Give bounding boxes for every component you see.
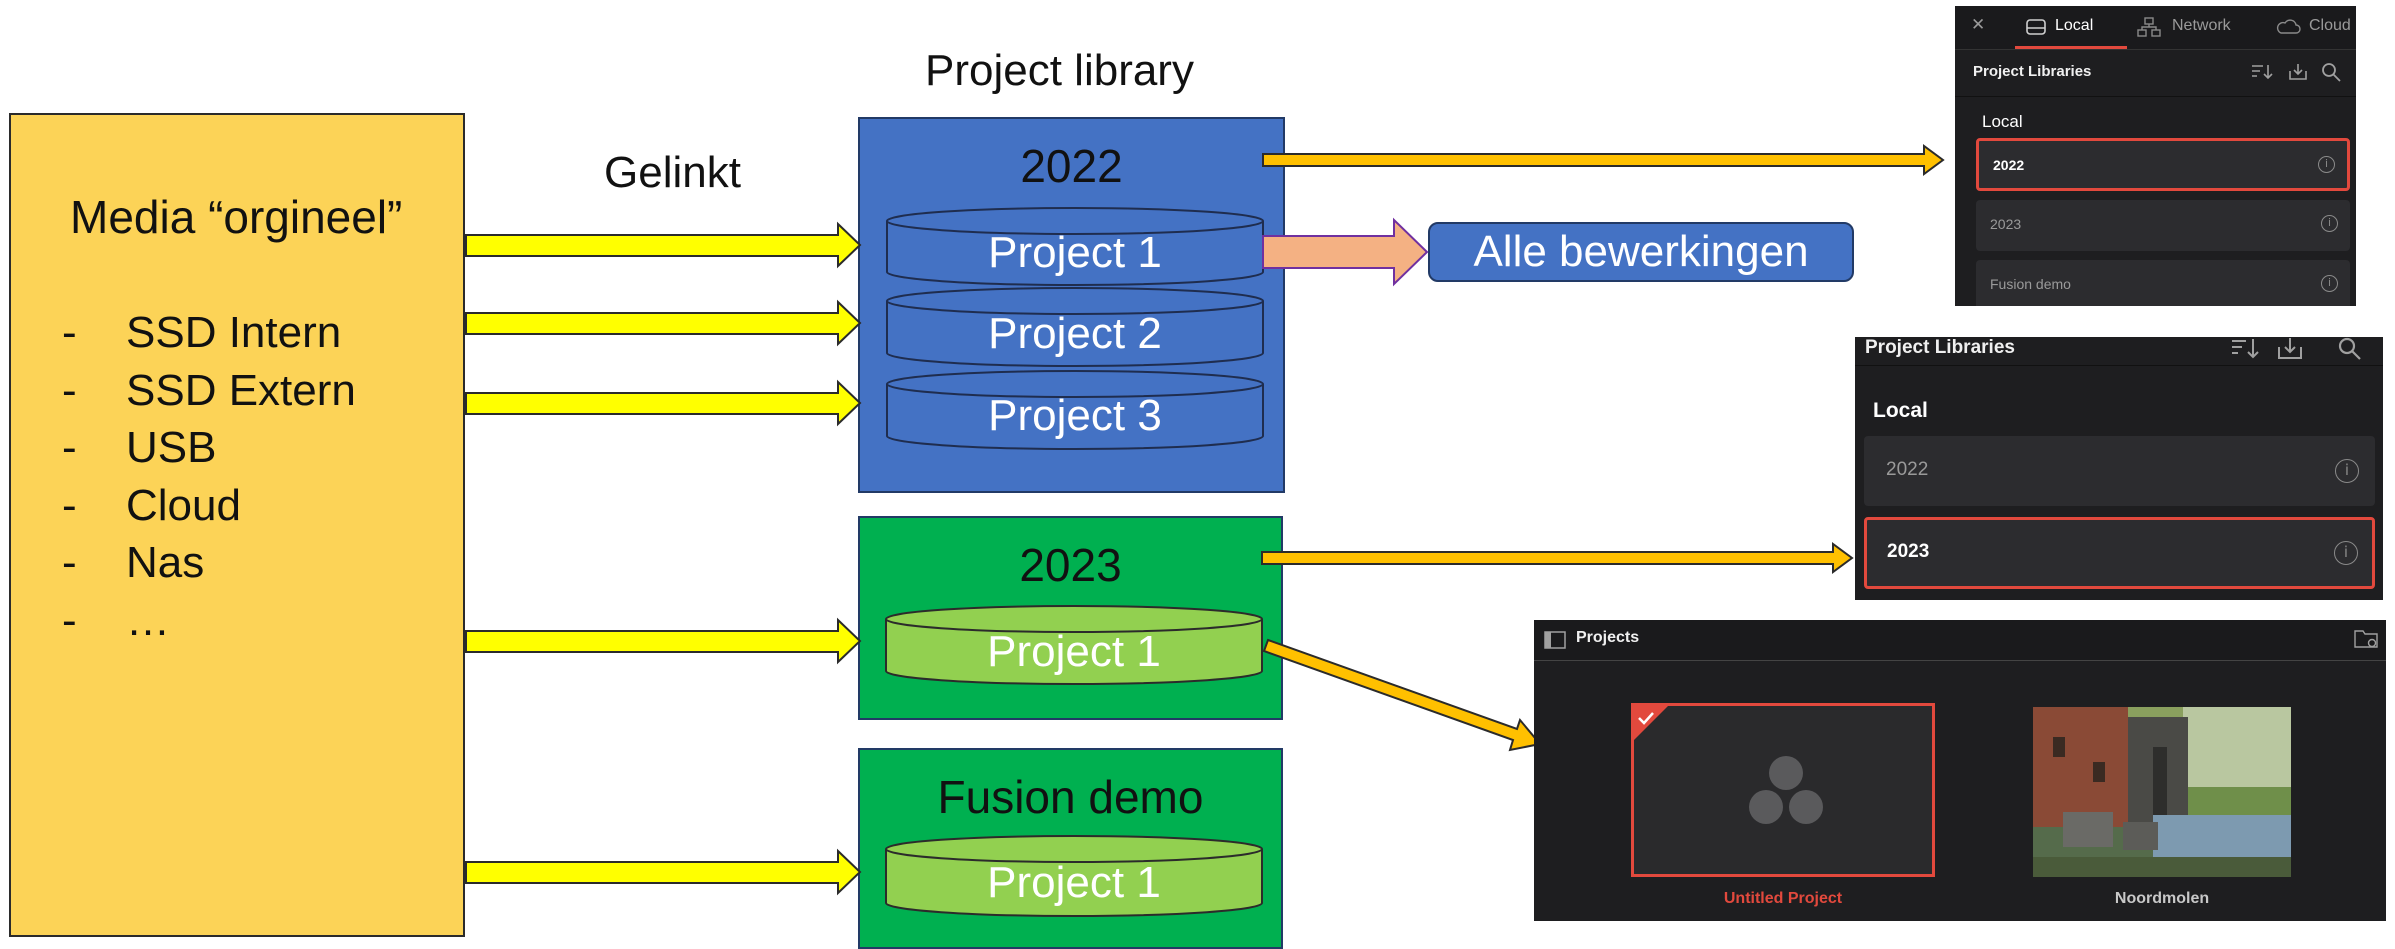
library-row-2023[interactable]: 2023 i bbox=[1864, 517, 2375, 589]
media-item-cloud: -Cloud bbox=[62, 481, 241, 530]
media-item-ssd-extern: -SSD Extern bbox=[62, 366, 356, 415]
project-tile-noordmolen[interactable] bbox=[2033, 707, 2291, 877]
cylinder-2022-project-2 bbox=[886, 287, 1264, 367]
row-label: 2022 bbox=[1993, 157, 2025, 173]
project-title-untitled: Untitled Project bbox=[1723, 890, 1843, 907]
gelinkt-label: Gelinkt bbox=[604, 148, 741, 197]
arrow-media-to-2022-p2 bbox=[465, 299, 862, 347]
tab-label: Network bbox=[2172, 17, 2231, 34]
cylinder-2023-project-1 bbox=[885, 605, 1263, 685]
divider bbox=[1955, 96, 2356, 97]
media-item-usb: -USB bbox=[62, 423, 217, 472]
media-item-ssd-intern: -SSD Intern bbox=[62, 308, 342, 357]
section-local: Local bbox=[1982, 112, 2023, 131]
project-label: Project 1 bbox=[987, 858, 1161, 907]
panel-projects: Projects Untitled Project Noordmolen bbox=[1534, 620, 2386, 921]
info-icon[interactable]: i bbox=[2335, 459, 2359, 483]
media-item-more: -… bbox=[62, 596, 170, 645]
tab-local[interactable]: Local bbox=[2015, 6, 2127, 49]
project-label: Project 1 bbox=[988, 228, 1162, 277]
arrow-project-to-alle-bewerkingen bbox=[1262, 217, 1429, 287]
library-title: 2023 bbox=[1019, 539, 1122, 591]
close-icon[interactable]: ✕ bbox=[1971, 15, 1986, 34]
section-local: Local bbox=[1873, 399, 1928, 422]
arrow-media-to-2023 bbox=[465, 617, 862, 665]
info-icon[interactable]: i bbox=[2321, 215, 2338, 232]
panel-header: Project Libraries bbox=[1973, 63, 2092, 80]
panel-header: Projects bbox=[1576, 629, 1640, 646]
alle-bewerkingen-box: Alle bewerkingen bbox=[1428, 222, 1854, 282]
library-row-fusion-demo[interactable]: Fusion demo i bbox=[1976, 260, 2350, 306]
divider bbox=[1855, 365, 2383, 366]
arrow-media-to-2022-p3 bbox=[465, 379, 862, 427]
row-label: 2023 bbox=[1887, 541, 1930, 562]
panel-project-libraries-tabs: ✕ Local Network Cloud Project Libraries … bbox=[1955, 6, 2356, 306]
project-title-noordmolen: Noordmolen bbox=[2114, 890, 2210, 907]
checkmark-icon bbox=[1634, 706, 1668, 740]
sidebar-toggle-icon[interactable] bbox=[1544, 631, 1566, 649]
info-icon[interactable]: i bbox=[2334, 541, 2358, 565]
info-icon[interactable]: i bbox=[2321, 275, 2338, 292]
project-tile-untitled[interactable] bbox=[1631, 703, 1935, 877]
tab-label: Cloud bbox=[2309, 17, 2351, 34]
search-icon[interactable] bbox=[2337, 337, 2363, 361]
tab-cloud[interactable]: Cloud bbox=[2275, 6, 2355, 49]
arrow-project-to-panel3 bbox=[1262, 638, 1542, 752]
project-label: Project 1 bbox=[987, 627, 1161, 676]
panel-header: Project Libraries bbox=[1865, 337, 2015, 358]
library-title: 2022 bbox=[1020, 140, 1123, 192]
media-source-box bbox=[9, 113, 465, 937]
tab-network[interactable]: Network bbox=[2137, 6, 2247, 49]
arrow-media-to-fusion bbox=[465, 848, 862, 896]
tab-label: Local bbox=[2055, 17, 2094, 34]
resolve-logo-icon bbox=[1749, 756, 1823, 824]
cloud-icon bbox=[2276, 19, 2301, 34]
info-icon[interactable]: i bbox=[2318, 156, 2335, 173]
arrow-2022-to-panel1 bbox=[1262, 144, 1945, 176]
row-label: 2023 bbox=[1990, 216, 2022, 232]
sort-icon[interactable] bbox=[2230, 337, 2260, 361]
panel-project-libraries-zoom: Project Libraries Local 2022 i 2023 i bbox=[1855, 337, 2383, 600]
search-icon[interactable] bbox=[2321, 62, 2343, 82]
noordmolen-thumbnail bbox=[2033, 707, 2291, 877]
import-icon[interactable] bbox=[2276, 337, 2304, 361]
library-row-2023[interactable]: 2023 i bbox=[1976, 200, 2350, 251]
library-title: Fusion demo bbox=[937, 771, 1204, 823]
project-label: Project 2 bbox=[988, 309, 1162, 358]
arrow-2023-to-panel2 bbox=[1261, 542, 1854, 574]
media-title: Media “orgineel” bbox=[70, 191, 403, 243]
network-icon bbox=[2137, 17, 2161, 37]
row-label: 2022 bbox=[1886, 459, 1929, 480]
cylinder-2022-project-3 bbox=[886, 370, 1264, 450]
media-item-nas: -Nas bbox=[62, 538, 205, 587]
row-label: Fusion demo bbox=[1990, 276, 2071, 292]
library-row-2022[interactable]: 2022 i bbox=[1864, 436, 2375, 506]
project-label: Project 3 bbox=[988, 391, 1162, 440]
new-folder-icon[interactable] bbox=[2354, 628, 2380, 650]
cylinder-2022-project-1 bbox=[886, 207, 1264, 286]
drive-icon bbox=[2026, 19, 2046, 35]
sort-icon[interactable] bbox=[2250, 62, 2274, 82]
arrow-media-to-2022-p1 bbox=[465, 221, 862, 269]
project-library-label: Project library bbox=[925, 46, 1194, 95]
cylinder-fusion-project-1 bbox=[885, 835, 1263, 917]
import-icon[interactable] bbox=[2287, 62, 2309, 82]
library-row-2022[interactable]: 2022 i bbox=[1976, 138, 2350, 191]
projects-titlebar bbox=[1534, 620, 2386, 661]
